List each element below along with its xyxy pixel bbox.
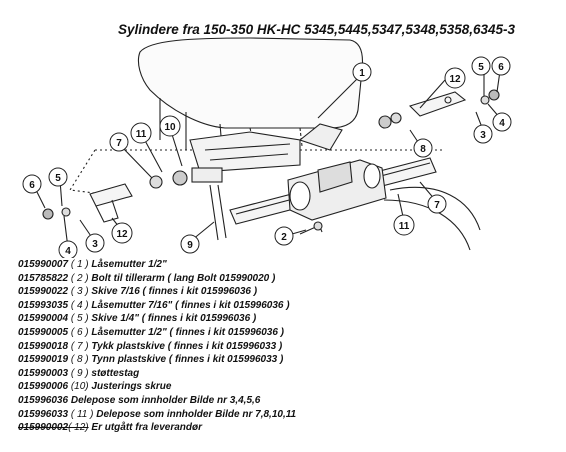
svg-text:3: 3 — [480, 130, 486, 141]
callout-7: 7 — [427, 194, 447, 214]
callout-3: 3 — [473, 124, 493, 144]
parts-list: 015990007 ( 1 ) Låsemutter 1/2" 01578582… — [18, 258, 296, 435]
svg-text:2: 2 — [281, 232, 287, 243]
support-strut — [209, 184, 227, 241]
cylinder-body — [287, 159, 387, 221]
svg-text:5: 5 — [478, 62, 484, 73]
parts-row-11: 015996036 Delepose som innholder Bilde n… — [18, 394, 261, 406]
exploded-parts-diagram: 1 2 3 3 4 4 5 5 6 6 7 7 8 9 10 11 11 12 … — [22, 37, 512, 258]
svg-text:11: 11 — [136, 129, 147, 140]
svg-text:1: 1 — [359, 68, 365, 79]
callout-12: 12 — [444, 67, 466, 89]
callout-4: 4 — [492, 112, 512, 132]
svg-text:12: 12 — [116, 229, 128, 240]
callout-5b: 5 — [48, 167, 68, 187]
parts-row-1: 015990007 ( 1 ) Låsemutter 1/2" — [18, 259, 167, 270]
svg-text:8: 8 — [420, 144, 426, 155]
diagram-title: Sylindere fra 150-350 HK-HC 5345,5445,53… — [118, 22, 516, 37]
callout-6: 6 — [491, 56, 511, 76]
rod-end-left — [89, 183, 133, 207]
svg-text:11: 11 — [399, 221, 410, 232]
callout-8: 8 — [413, 138, 433, 158]
svg-text:7: 7 — [434, 200, 440, 211]
svg-text:12: 12 — [449, 74, 461, 85]
svg-text:6: 6 — [29, 180, 35, 191]
parts-row-7: 015990018 ( 7 ) Tykk plastskive ( finnes… — [18, 340, 283, 352]
svg-text:5: 5 — [55, 173, 61, 184]
transom-bracket — [189, 131, 301, 173]
hydraulic-hose — [383, 186, 481, 251]
parts-row-2: 015785822 ( 2 ) Bolt til tillerarm ( lan… — [18, 272, 276, 284]
engine-housing — [137, 37, 364, 129]
svg-text:6: 6 — [498, 62, 504, 73]
svg-text:4: 4 — [65, 246, 71, 257]
callout-7b: 7 — [109, 132, 129, 152]
parts-row-13: 015990002( 12) Er utgått fra leverandør — [18, 422, 202, 434]
callout-2: 2 — [274, 226, 294, 246]
callout-10: 10 — [159, 115, 181, 137]
parts-row-10: 015990006 (10) Justerings skrue — [18, 381, 172, 393]
parts-row-8: 015990019 ( 8 ) Tynn plastskive ( finnes… — [18, 354, 284, 366]
parts-row-5: 015990004 ( 5 ) Skive 1/4" ( finnes i ki… — [18, 313, 257, 325]
svg-text:9: 9 — [187, 240, 193, 251]
parts-row-9: 015990003 ( 9 ) støttestag — [18, 367, 140, 379]
callout-12b: 12 — [111, 222, 133, 244]
tiller-arm — [298, 123, 343, 151]
callout-markers: 1 2 3 3 4 4 5 5 6 6 7 7 8 9 10 11 11 12 … — [22, 56, 512, 258]
svg-text:7: 7 — [116, 138, 122, 149]
callout-9: 9 — [180, 234, 200, 254]
parts-row-4: 015993035 ( 4 ) Låsemutter 7/16" ( finne… — [18, 299, 290, 311]
svg-text:4: 4 — [499, 118, 505, 129]
svg-text:3: 3 — [92, 239, 98, 250]
parts-row-3: 015990022 ( 3 ) Skive 7/16 ( finnes i ki… — [18, 286, 258, 298]
callout-11: 11 — [393, 214, 415, 236]
parts-row-12: 015996033 ( 11 ) Delepose som innholder … — [18, 408, 297, 420]
callout-11b: 11 — [130, 122, 152, 144]
parts-row-6: 015990005 ( 6 ) Låsemutter 1/2" ( finnes… — [18, 326, 285, 338]
rod-end-right — [408, 91, 467, 117]
callout-4b: 4 — [58, 240, 78, 258]
callout-5: 5 — [471, 56, 491, 76]
callout-3b: 3 — [85, 233, 105, 253]
svg-text:10: 10 — [164, 122, 176, 133]
callout-1: 1 — [352, 62, 372, 82]
callout-6b: 6 — [22, 174, 42, 194]
